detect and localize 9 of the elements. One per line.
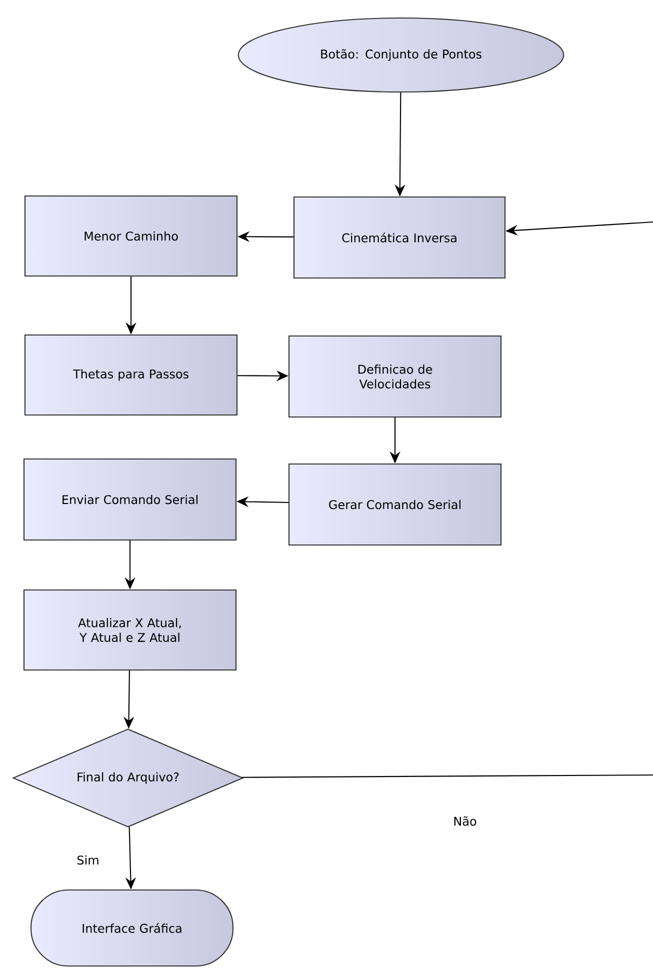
- process-box: Cinemática Inversa: [293, 196, 506, 279]
- process-box: Menor Caminho: [24, 195, 238, 277]
- edge-label: Sim: [75, 854, 101, 866]
- process-box: Definicao de Velocidades: [288, 335, 502, 418]
- process-box: Atualizar X Atual, Y Atual e Z Atual: [23, 589, 237, 671]
- process-box: Gerar Comando Serial: [288, 463, 502, 546]
- process-box: Thetas para Passos: [24, 334, 238, 416]
- process-box: Enviar Comando Serial: [23, 458, 237, 541]
- terminal-box: Interface Gráfica: [30, 889, 234, 967]
